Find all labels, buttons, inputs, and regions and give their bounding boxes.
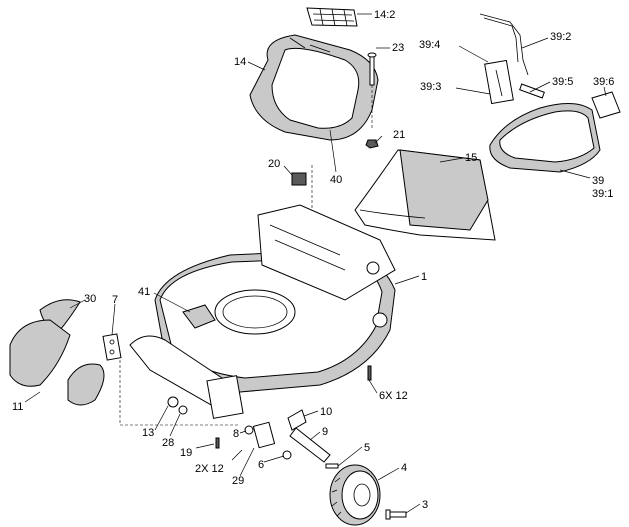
callout-5: 5 [364,442,370,454]
front-guard-11-part [9,319,105,406]
callout-41: 41 [138,286,150,298]
rear-hood-part [249,34,379,141]
callout-14: 14 [234,56,246,68]
grass-bag-part [354,149,496,241]
spacer-8-part [244,425,254,435]
callout-15: 15 [465,152,477,164]
deck-plate-41-part [182,304,216,329]
callout-39-3: 39:3 [420,81,441,93]
callout-40: 40 [330,174,342,186]
leader-lines [24,13,607,514]
plate-29-part [252,421,276,449]
callout-39-6: 39:6 [593,76,614,88]
callout-28: 28 [162,437,174,449]
callout-10: 10 [320,406,332,418]
callout-4: 4 [401,462,407,474]
callout-14-2: 14:2 [374,9,395,21]
callout-11: 11 [12,401,23,413]
callout-30: 30 [84,293,96,305]
callout-20: 20 [268,158,280,170]
nut-21-part [365,139,379,149]
callout-2x12: 2X 12 [195,463,224,475]
callout-39-1: 39:1 [592,188,613,200]
callout-9: 9 [322,426,328,438]
callout-6: 6 [258,459,264,471]
screw-6x12-part [367,365,372,381]
mower-deck-part [154,204,396,393]
height-adjuster-part [119,335,244,426]
callout-7: 7 [112,294,118,306]
callout-1: 1 [421,271,427,283]
decal-part [306,7,358,27]
callout-39-4: 39:4 [419,39,440,51]
callout-3: 3 [422,499,428,511]
bracket-7-part [102,333,122,361]
bag-handle-assembly-part [479,13,621,173]
arm-9-part [289,427,331,463]
callout-21: 21 [393,129,405,141]
callout-29: 29 [232,475,244,487]
wheel-4-part [329,464,381,526]
callout-39: 39 [592,175,604,187]
washer-13-part [167,396,179,408]
callout-8: 8 [233,428,239,440]
washer-28-part [178,405,188,415]
callout-39-5: 39:5 [552,76,573,88]
callout-13: 13 [142,427,154,439]
nut-6-part [282,450,292,460]
bolt-3-part [385,509,407,520]
bolt-23-part [367,52,377,130]
screw-19-part [215,437,220,449]
callout-6x12: 6X 12 [379,390,408,402]
callout-39-2: 39:2 [550,31,571,43]
callout-19: 19 [180,447,192,459]
latch-20-part [291,165,313,215]
bolt-5-part [325,463,339,469]
lever-10-part [287,409,307,431]
callout-23: 23 [392,42,404,54]
callout-labels: 14:2 14 23 39:4 39:2 39:3 39:5 39:6 21 2… [12,9,614,511]
